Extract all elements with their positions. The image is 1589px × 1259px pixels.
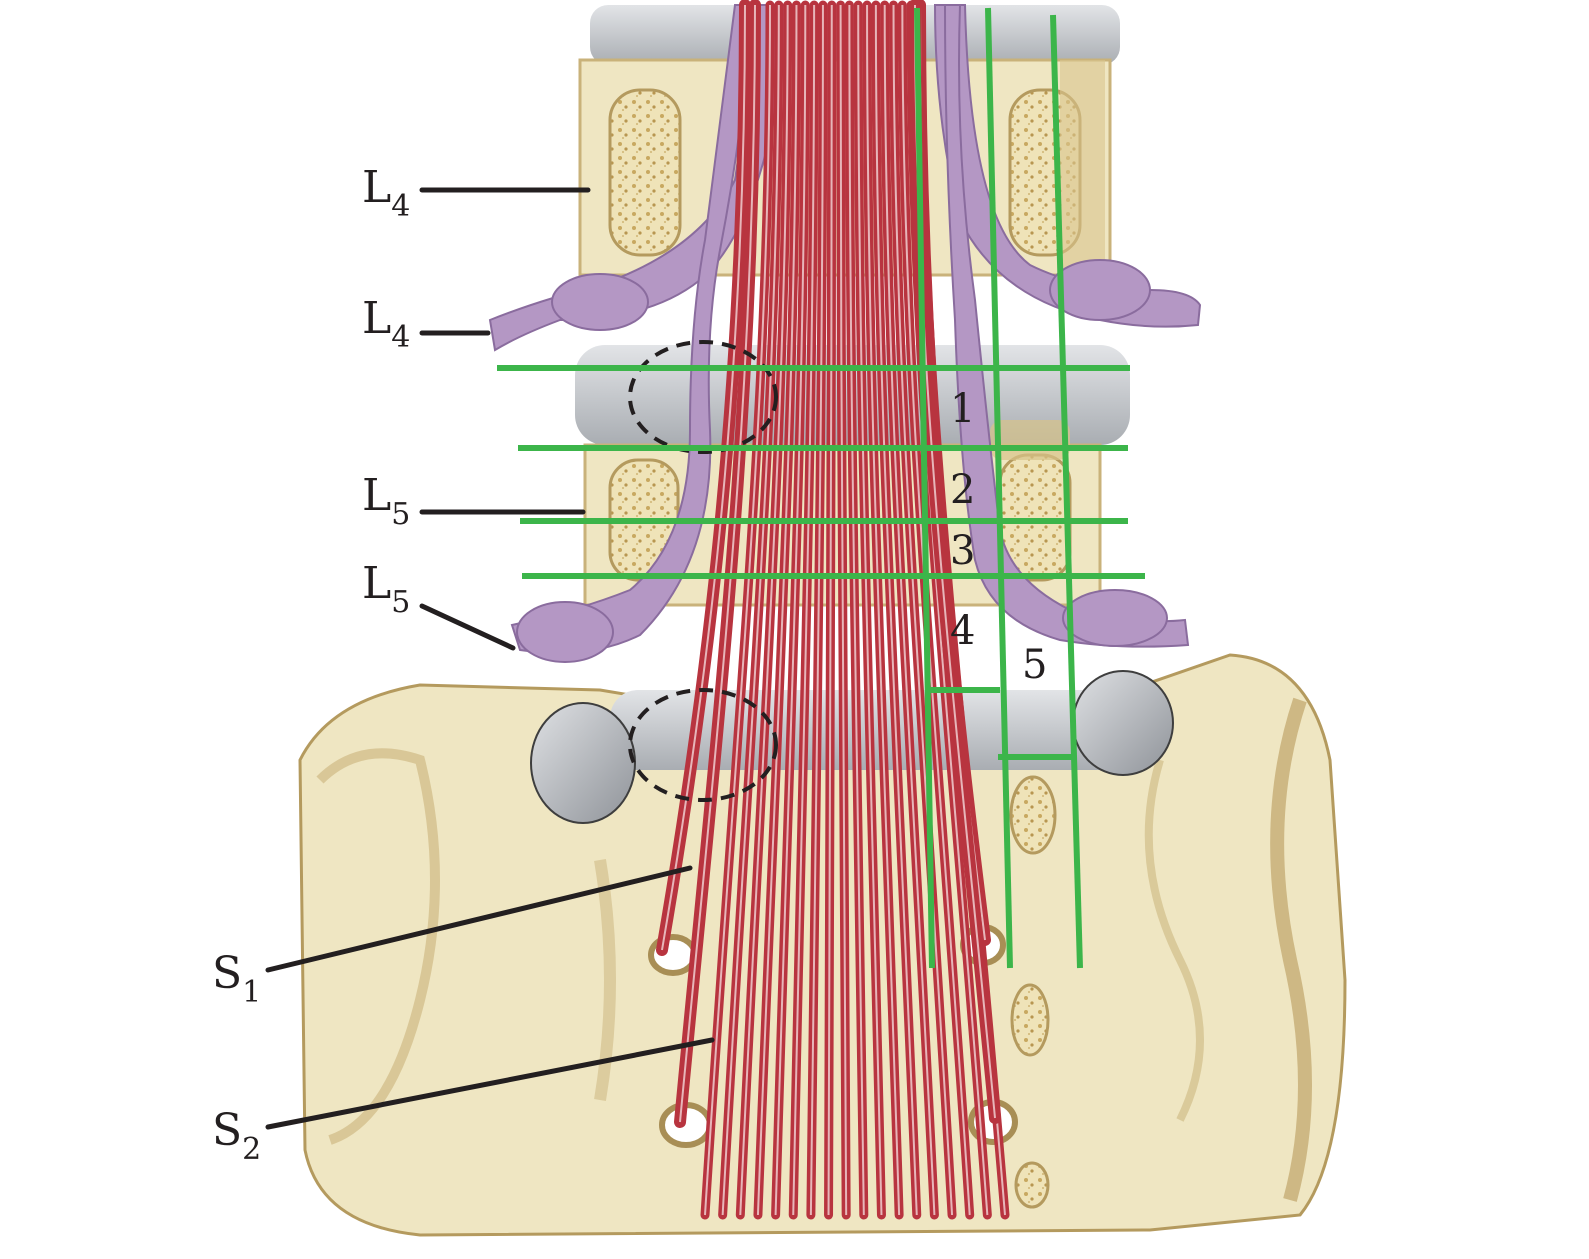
cauda-strand-highlight bbox=[883, 4, 936, 1216]
leader-lines bbox=[265, 187, 715, 1130]
cauda-strand-highlight bbox=[857, 4, 883, 1216]
cauda-strand-highlight bbox=[774, 4, 807, 1216]
leader-l5-root bbox=[419, 603, 516, 651]
zone-vertical-1 bbox=[914, 7, 935, 969]
label-l5-root: L5 bbox=[362, 558, 410, 620]
label-s2: S2 bbox=[212, 1105, 261, 1167]
cauda-strand-highlight bbox=[739, 4, 789, 1216]
zone-number-5: 5 bbox=[1022, 642, 1047, 688]
zone-number-2: 2 bbox=[950, 467, 975, 513]
cauda-strand-highlight bbox=[827, 4, 833, 1216]
cauda-strand-highlight bbox=[756, 4, 798, 1216]
leader-s2 bbox=[265, 1037, 715, 1130]
cauda-equina bbox=[656, 0, 1010, 1220]
vertebral-labels: L4 L4 L5 L5 S1 S2 bbox=[212, 162, 410, 1167]
label-s1: S1 bbox=[212, 948, 261, 1010]
cauda-strand-highlight bbox=[809, 4, 824, 1216]
dashed-region-lower bbox=[628, 688, 778, 802]
cauda-strand-highlight bbox=[679, 4, 756, 1123]
zone-number-3: 3 bbox=[950, 528, 975, 574]
label-l4-root: L4 bbox=[362, 293, 410, 355]
cauda-strand-highlight bbox=[848, 4, 865, 1216]
cauda-strand-highlight bbox=[839, 4, 848, 1216]
leader-s1 bbox=[265, 865, 693, 973]
zone-vertical-2 bbox=[985, 7, 1013, 969]
cauda-strand-highlight bbox=[892, 4, 954, 1216]
zone-vertical-3 bbox=[1050, 14, 1083, 969]
label-l4-body: L4 bbox=[362, 162, 410, 224]
zone-number-1: 1 bbox=[950, 386, 975, 432]
cauda-strand-highlight bbox=[721, 4, 780, 1216]
zone-grid bbox=[497, 7, 1145, 969]
zone-numbers: 1 2 3 4 5 bbox=[950, 386, 1047, 688]
cauda-strand-highlight bbox=[866, 4, 901, 1216]
cauda-strand-highlight bbox=[661, 4, 746, 951]
cauda-strand-highlight bbox=[874, 4, 918, 1216]
cauda-strand-highlight bbox=[792, 4, 816, 1216]
zone-number-4: 4 bbox=[950, 608, 975, 654]
cauda-strand-highlight bbox=[704, 4, 771, 1216]
dashed-region-upper bbox=[628, 340, 778, 454]
label-l5-body: L5 bbox=[362, 470, 410, 532]
